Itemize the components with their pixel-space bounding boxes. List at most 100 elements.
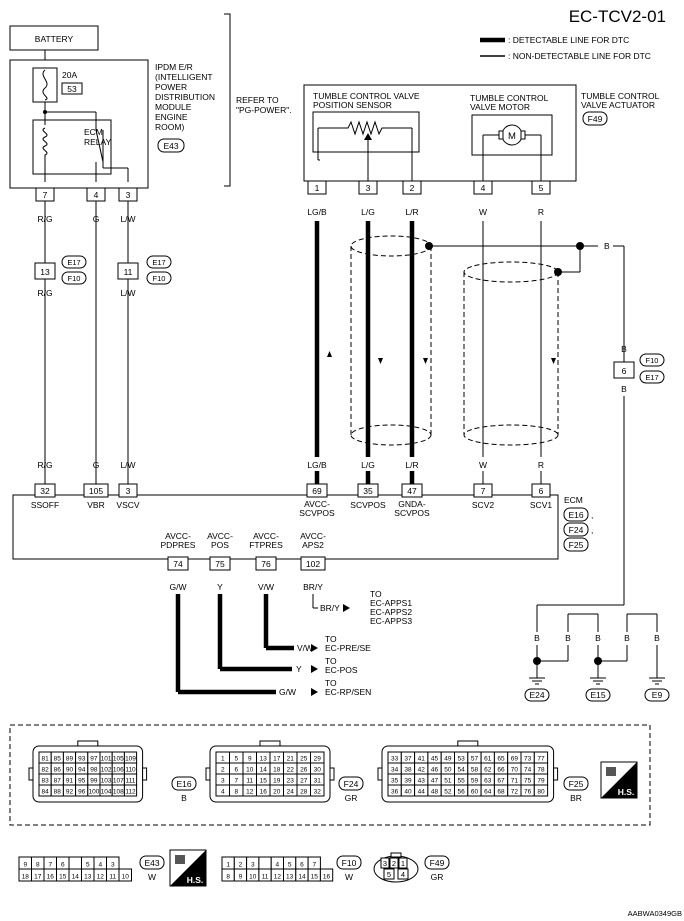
connector-pin-label: 76 xyxy=(524,789,532,796)
ipdm-pin-4: 4 xyxy=(94,190,99,200)
svg-text:FTPRES: FTPRES xyxy=(249,540,283,550)
svg-text:PDPRES: PDPRES xyxy=(161,540,196,550)
connector-pin-label: 39 xyxy=(404,778,412,785)
refer-line-1: REFER TO xyxy=(236,95,279,105)
svg-text:TO: TO xyxy=(325,678,337,688)
connector-pin-label: 12 xyxy=(274,874,282,881)
refer-line-2: "PG-POWER". xyxy=(236,105,292,115)
wire-vw-2: V/W xyxy=(297,643,313,653)
connector-pin-label: 3 xyxy=(111,862,115,869)
svg-text:H.S.: H.S. xyxy=(618,787,635,797)
connector-pin-label: 109 xyxy=(125,756,136,763)
svg-text:35: 35 xyxy=(363,486,373,496)
joint-11-conn-f10: F10 xyxy=(153,274,166,283)
ipdm-label-3: POWER xyxy=(155,82,187,92)
connector-pin-label: 72 xyxy=(511,789,519,796)
connector-pin-label: 16 xyxy=(323,874,331,881)
wire-lg-1: L/G xyxy=(361,207,375,217)
svg-text:74: 74 xyxy=(173,559,183,569)
connector-pin-label: 36 xyxy=(391,789,399,796)
svg-text:VBR: VBR xyxy=(87,500,104,510)
connector-pin-label: 64 xyxy=(484,789,492,796)
svg-text:AVCC-: AVCC- xyxy=(300,531,326,541)
conn-e43-color: W xyxy=(148,872,156,882)
ipdm-connector-e43: E43 xyxy=(163,141,178,151)
connector-pin-label: 59 xyxy=(471,778,479,785)
position-sensor-box xyxy=(312,111,420,153)
ipdm-label-7: ROOM) xyxy=(155,122,184,132)
ecm-pin-3: 3 VSCV xyxy=(116,483,140,510)
connector-pin-label: 7 xyxy=(312,862,316,869)
motor-symbol: M xyxy=(508,131,516,142)
connector-pin-label: 37 xyxy=(404,756,412,763)
connector-pin-label: 101 xyxy=(101,756,112,763)
connector-pin-label: 11 xyxy=(109,874,116,881)
connector-pin-label: 103 xyxy=(101,778,112,785)
ecm-pin-69-label-1: AVCC- xyxy=(304,499,330,509)
connector-pin-label: 102 xyxy=(101,767,112,774)
wire-w-2: W xyxy=(479,460,487,470)
connector-pin-label: 110 xyxy=(125,767,136,774)
ref-prese: EC-PRE/SE xyxy=(325,643,371,653)
conn-e16-color: B xyxy=(181,793,187,803)
svg-text:SCV1: SCV1 xyxy=(530,500,552,510)
ref-pos: EC-POS xyxy=(325,665,358,675)
svg-text:SCVPOS: SCVPOS xyxy=(350,500,386,510)
fuse-number: 53 xyxy=(67,84,77,94)
ipdm-pin-3: 3 xyxy=(126,190,131,200)
connector-pin-label: 107 xyxy=(113,778,124,785)
connector-pin-label: 11 xyxy=(262,874,269,881)
connector-pin-label: 46 xyxy=(431,767,439,774)
connector-pin-label: 6 xyxy=(234,767,238,774)
ground-e24: E24 xyxy=(529,690,544,700)
wire-r-1: R xyxy=(538,207,544,217)
wire-lgb-2: LG/B xyxy=(307,460,327,470)
fuse-icon xyxy=(42,69,48,101)
ecm-pin-32: 32 SSOFF xyxy=(31,483,59,510)
connector-pin-label: 83 xyxy=(41,778,49,785)
connector-pin-label: 44 xyxy=(418,789,426,796)
wire-w-1: W xyxy=(479,207,487,217)
connector-pin-label: 28 xyxy=(300,789,308,796)
ecm-pin-102: AVCC- APS2 102 xyxy=(300,531,326,571)
relay-label-1: ECM xyxy=(84,127,103,137)
conn-f24-name: F24 xyxy=(344,779,359,789)
conn-f25-color: BR xyxy=(570,793,582,803)
connector-pin-label: 75 xyxy=(524,778,532,785)
joint-6-conn-f10: F10 xyxy=(646,356,659,365)
ecm-box xyxy=(12,494,559,560)
ipdm-label-5: MODULE xyxy=(155,102,192,112)
connector-pin-label: 5 xyxy=(234,756,238,763)
connector-pin-label: 30 xyxy=(314,767,322,774)
actuator-connector-f49: F49 xyxy=(588,114,603,124)
svg-text:7: 7 xyxy=(481,486,486,496)
connector-pin-label: 47 xyxy=(431,778,439,785)
wire-lr-1: L/R xyxy=(405,207,418,217)
svg-text:,: , xyxy=(591,525,593,535)
connector-pin-label: 112 xyxy=(125,789,136,796)
ground-icon xyxy=(529,677,665,685)
svg-text:6: 6 xyxy=(622,366,627,376)
connector-pin-label: 7 xyxy=(48,862,52,869)
svg-text:75: 75 xyxy=(215,559,225,569)
connector-pin-label: 8 xyxy=(36,862,40,869)
connector-pin-label: 6 xyxy=(300,862,304,869)
battery-label: BATTERY xyxy=(35,34,74,44)
ref-apps1: EC-APPS1 xyxy=(370,598,412,608)
connector-pin-label: 17 xyxy=(34,874,42,881)
fuse-box xyxy=(32,67,58,103)
connector-pin-label: 4 xyxy=(221,789,225,796)
connector-pin-label: 13 xyxy=(286,874,294,881)
wire-lw-2: L/W xyxy=(120,288,135,298)
ecm-label: ECM xyxy=(564,495,583,505)
connector-pin-label: 93 xyxy=(78,756,86,763)
joint-6-conn-e17: E17 xyxy=(645,373,658,382)
wire-lr-2: L/R xyxy=(405,460,418,470)
connector-pin-label: 108 xyxy=(113,789,124,796)
hs-badge-icon-2: H.S. xyxy=(169,849,207,887)
connector-pin-label: 81 xyxy=(41,756,49,763)
connector-pin-label: 2 xyxy=(221,767,225,774)
connector-pin-label: 4 xyxy=(401,870,405,879)
